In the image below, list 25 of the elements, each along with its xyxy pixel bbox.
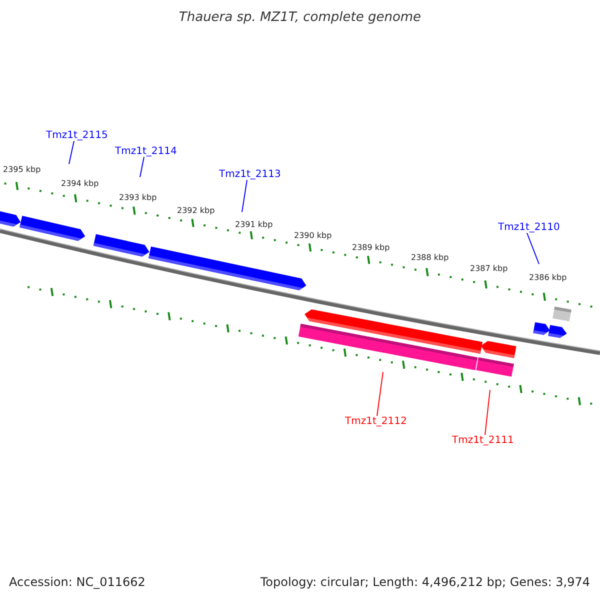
scale-label: 2393 kbp	[119, 194, 157, 202]
scale-label: 2387 kbp	[470, 265, 508, 273]
scale-label: 2391 kbp	[235, 221, 273, 229]
footer-text: Accession: NC_011662	[9, 576, 146, 588]
scale-label: 2390 kbp	[294, 232, 332, 240]
scale-label: 2389 kbp	[352, 244, 390, 252]
footer-text: Topology: circular; Length: 4,496,212 bp; Genes: 3,974	[260, 576, 590, 588]
gene-label: Tmz1t_2111	[452, 436, 514, 446]
gene-label: Tmz1t_2113	[219, 170, 281, 180]
diagram-title: Thauera sp. MZ1T, complete genome	[178, 11, 422, 24]
scale-label: 2388 kbp	[411, 254, 449, 262]
scale-label: 2394 kbp	[61, 180, 99, 188]
scale-label: 2395 kbp	[3, 166, 41, 174]
gene-label: Tmz1t_2114	[115, 147, 177, 157]
gene-label: Tmz1t_2115	[46, 131, 108, 141]
leader-line	[484, 390, 490, 436]
leader-line	[376, 372, 384, 416]
gene-label: Tmz1t_2110	[498, 223, 560, 233]
leader-line	[242, 180, 248, 212]
scale-label: 2386 kbp	[529, 274, 567, 282]
leader-line	[526, 232, 540, 264]
leader-line	[140, 156, 144, 178]
leader-line	[68, 140, 74, 164]
gene-label: Tmz1t_2112	[345, 417, 407, 427]
scale-label: 2392 kbp	[177, 207, 215, 215]
